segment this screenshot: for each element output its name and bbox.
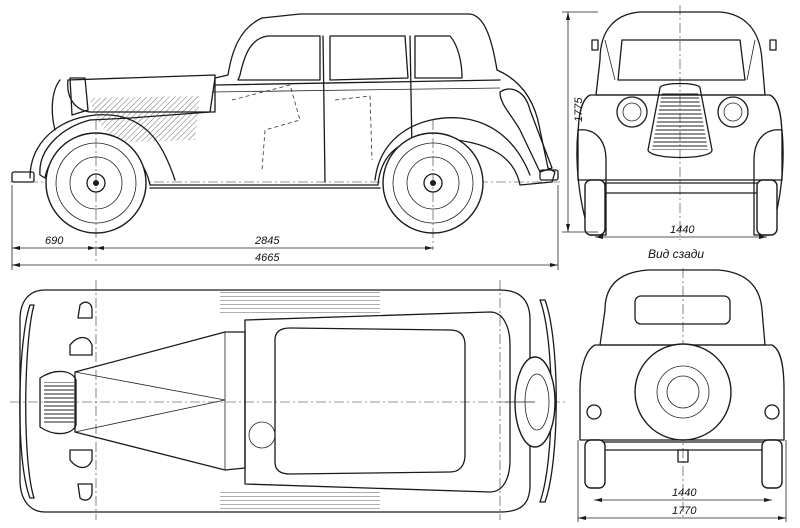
rear-dimensions: 1440 1770 [577, 440, 787, 522]
top-view [10, 280, 565, 520]
dim-track: 1440 [670, 224, 695, 236]
dim-overall-width: 1770 [672, 505, 697, 517]
front-dimensions: 1775 1440 Вид сзади [562, 11, 767, 261]
front-view [576, 5, 784, 240]
dim-height: 1775 [573, 97, 585, 122]
dim-wheelbase: 2845 [254, 235, 280, 247]
rear-view-caption: Вид сзади [648, 247, 704, 261]
rear-view [579, 268, 785, 520]
side-view [10, 13, 560, 262]
dim-front-overhang: 690 [45, 235, 64, 247]
dim-overall-length: 4665 [255, 252, 280, 264]
side-dimensions: 690 2845 4665 [11, 185, 559, 270]
dim-rear-track: 1440 [672, 487, 697, 499]
